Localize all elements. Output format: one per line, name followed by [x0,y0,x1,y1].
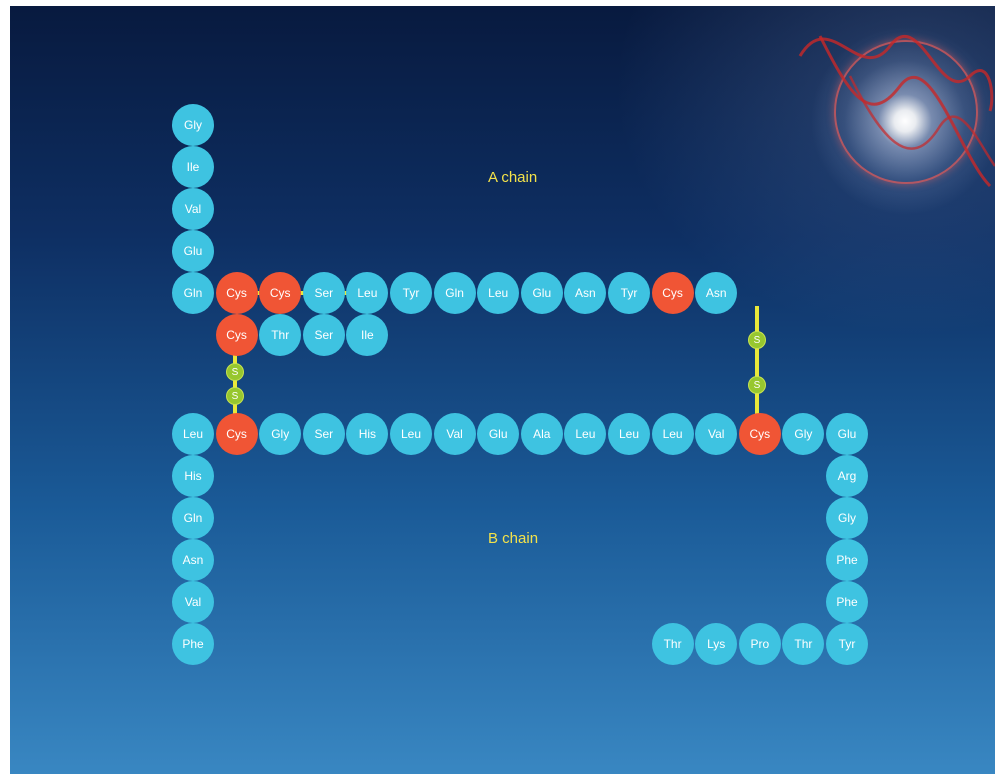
residue-gln: Gln [172,497,214,539]
residue-ile: Ile [172,146,214,188]
residue-gln: Gln [433,272,476,314]
residue-his: His [172,455,214,497]
residue-cys: Cys [215,413,258,455]
residue-glu: Glu [477,413,520,455]
residue-asn: Asn [172,539,214,581]
sulfur-atom: S [226,387,244,405]
residue-tyr: Tyr [390,272,432,314]
residue-cys: Cys [259,272,302,314]
residue-leu: Leu [564,413,607,455]
residue-val: Val [172,581,214,623]
sulfur-atom: S [748,331,766,349]
residue-leu: Leu [172,413,214,455]
residue-glu: Glu [826,413,868,455]
residue-val: Val [433,413,476,455]
disulfide-bond-a20-b19 [755,306,759,431]
residue-gly: Gly [172,104,214,146]
residue-glu: Glu [520,272,563,314]
residue-cys: Cys [215,314,258,356]
residue-cys: Cys [651,272,694,314]
sulfur-atom: S [748,376,766,394]
residue-thr: Thr [782,623,825,665]
residue-asn: Asn [695,272,738,314]
residue-pro: Pro [738,623,781,665]
residue-his: His [346,413,389,455]
residue-thr: Thr [259,314,302,356]
residue-ser: Ser [302,413,345,455]
residue-gly: Gly [259,413,302,455]
residue-phe: Phe [826,539,868,581]
residue-cys: Cys [215,272,258,314]
residue-leu: Leu [346,272,389,314]
light-ring [834,40,978,184]
residue-leu: Leu [651,413,694,455]
residue-gly: Gly [782,413,825,455]
residue-arg: Arg [826,455,868,497]
residue-thr: Thr [651,623,694,665]
residue-phe: Phe [826,581,868,623]
residue-tyr: Tyr [826,623,868,665]
b-chain-label: B chain [488,530,539,547]
residue-glu: Glu [172,230,214,272]
residue-ile: Ile [346,314,389,356]
a-chain-label: A chain [488,169,538,186]
residue-cys: Cys [738,413,781,455]
residue-leu: Leu [477,272,520,314]
residue-ala: Ala [520,413,563,455]
residue-tyr: Tyr [608,272,650,314]
residue-phe: Phe [172,623,214,665]
residue-gly: Gly [826,497,868,539]
residue-gln: Gln [172,272,214,314]
sulfur-atom: S [226,363,244,381]
residue-val: Val [695,413,738,455]
residue-leu: Leu [390,413,432,455]
residue-asn: Asn [564,272,607,314]
helix-icon [798,35,995,188]
residue-ser: Ser [302,272,345,314]
insulin-diagram: S S S S S S GlyIleValGluGlnCysCysSerLeuT… [10,6,995,774]
residue-ser: Ser [302,314,345,356]
residue-leu: Leu [608,413,650,455]
residue-val: Val [172,188,214,230]
residue-lys: Lys [695,623,738,665]
